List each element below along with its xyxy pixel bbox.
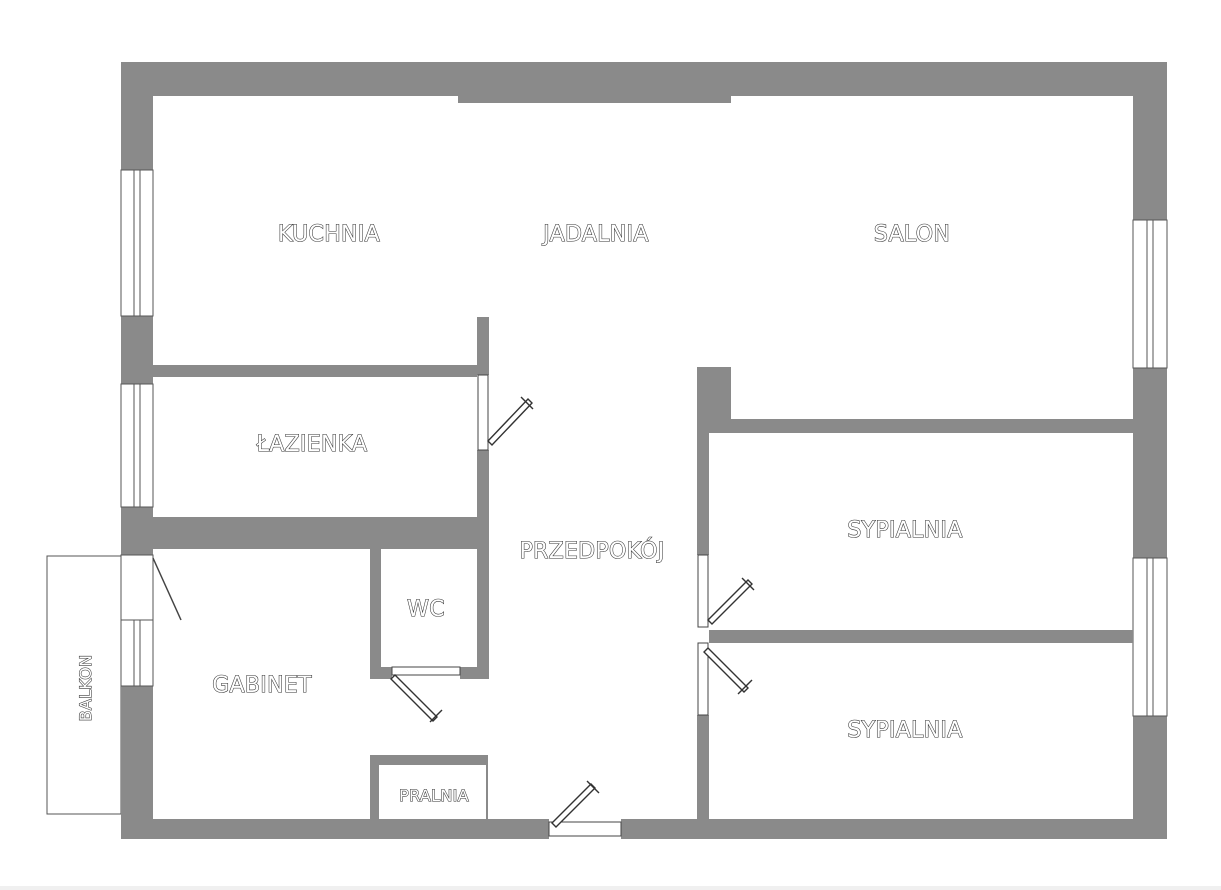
label-kuchnia: KUCHNIA [278,222,380,247]
windows [120,169,1168,717]
label-pralnia: PRALNIA [399,786,469,805]
room-labels: KUCHNIA JADALNIA SALON ŁAZIENKA PRZEDPOK… [75,221,962,805]
label-balkon: BALKON [76,655,95,722]
interior-walls [153,317,1133,819]
doors [390,374,755,837]
label-sypialnia-1: SYPIALNIA [847,518,962,543]
balcony-door [120,554,182,621]
label-sypialnia-2: SYPIALNIA [847,718,962,743]
label-salon: SALON [874,222,950,247]
label-lazienka: ŁAZIENKA [256,432,368,457]
label-przedpokoj: PRZEDPOKÓJ [519,538,664,564]
label-gabinet: GABINET [212,673,312,698]
exterior-walls [121,62,1167,839]
label-wc: WC [407,597,445,622]
balcony [46,555,122,815]
bottom-strip [0,886,1221,890]
label-jadalnia: JADALNIA [541,222,648,247]
